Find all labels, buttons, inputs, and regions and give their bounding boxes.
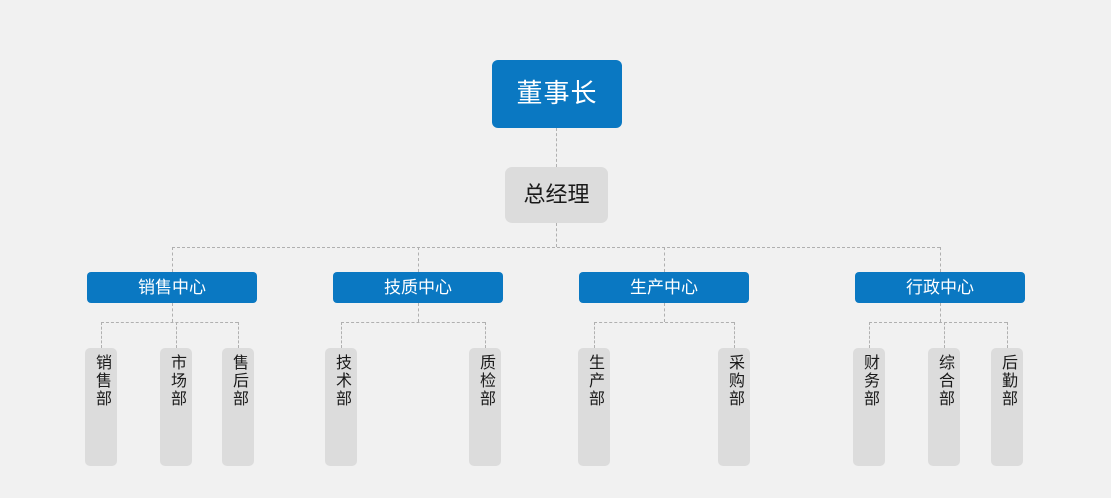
connector-drop-dept-0-2 [238,322,239,348]
node-chairman[interactable]: 董事长 [492,60,622,128]
connector-drop-dept-1-1 [485,322,486,348]
node-dept-general-affairs[interactable]: 综合部 [928,348,960,466]
connector-center-0-stem [172,303,173,322]
node-dept-sales-label: 销售部 [93,354,110,408]
connector-drop-dept-0-1 [176,322,177,348]
connector-drop-dept-0-0 [101,322,102,348]
connector-drop-center-2 [664,247,665,272]
node-dept-logistics[interactable]: 后勤部 [991,348,1023,466]
node-dept-after-sales-label: 售后部 [230,354,247,408]
connector-bus-center-0 [101,322,238,323]
connector-drop-dept-3-1 [944,322,945,348]
node-general-manager[interactable]: 总经理 [505,167,608,223]
connector-drop-dept-2-0 [594,322,595,348]
node-dept-quality-inspection[interactable]: 质检部 [469,348,501,466]
connector-drop-center-3 [940,247,941,272]
connector-drop-dept-2-1 [734,322,735,348]
connector-drop-center-0 [172,247,173,272]
node-dept-marketing-label: 市场部 [168,354,185,408]
node-dept-after-sales[interactable]: 售后部 [222,348,254,466]
node-dept-production[interactable]: 生产部 [578,348,610,466]
node-dept-technology-label: 技术部 [333,354,350,408]
connector-gm-to-bus [556,223,557,247]
node-dept-sales[interactable]: 销售部 [85,348,117,466]
node-dept-purchasing[interactable]: 采购部 [718,348,750,466]
node-center-sales[interactable]: 销售中心 [87,272,257,303]
node-dept-purchasing-label: 采购部 [726,354,743,408]
connector-bus-centers [172,247,940,248]
connector-bus-center-2 [594,322,734,323]
node-center-production[interactable]: 生产中心 [579,272,749,303]
node-dept-technology[interactable]: 技术部 [325,348,357,466]
connector-drop-dept-3-0 [869,322,870,348]
node-dept-finance-label: 财务部 [861,354,878,408]
node-center-administration[interactable]: 行政中心 [855,272,1025,303]
connector-bus-center-1 [341,322,485,323]
node-dept-finance[interactable]: 财务部 [853,348,885,466]
connector-bus-center-3 [869,322,1007,323]
connector-chairman-to-gm [556,128,557,167]
node-center-tech-quality[interactable]: 技质中心 [333,272,503,303]
connector-drop-center-1 [418,247,419,272]
connector-center-2-stem [664,303,665,322]
connector-drop-dept-1-0 [341,322,342,348]
node-dept-quality-inspection-label: 质检部 [477,354,494,408]
node-dept-production-label: 生产部 [586,354,603,408]
connector-center-3-stem [940,303,941,322]
node-dept-logistics-label: 后勤部 [999,354,1016,408]
connector-drop-dept-3-2 [1007,322,1008,348]
node-dept-general-affairs-label: 综合部 [936,354,953,408]
connector-center-1-stem [418,303,419,322]
node-dept-marketing[interactable]: 市场部 [160,348,192,466]
